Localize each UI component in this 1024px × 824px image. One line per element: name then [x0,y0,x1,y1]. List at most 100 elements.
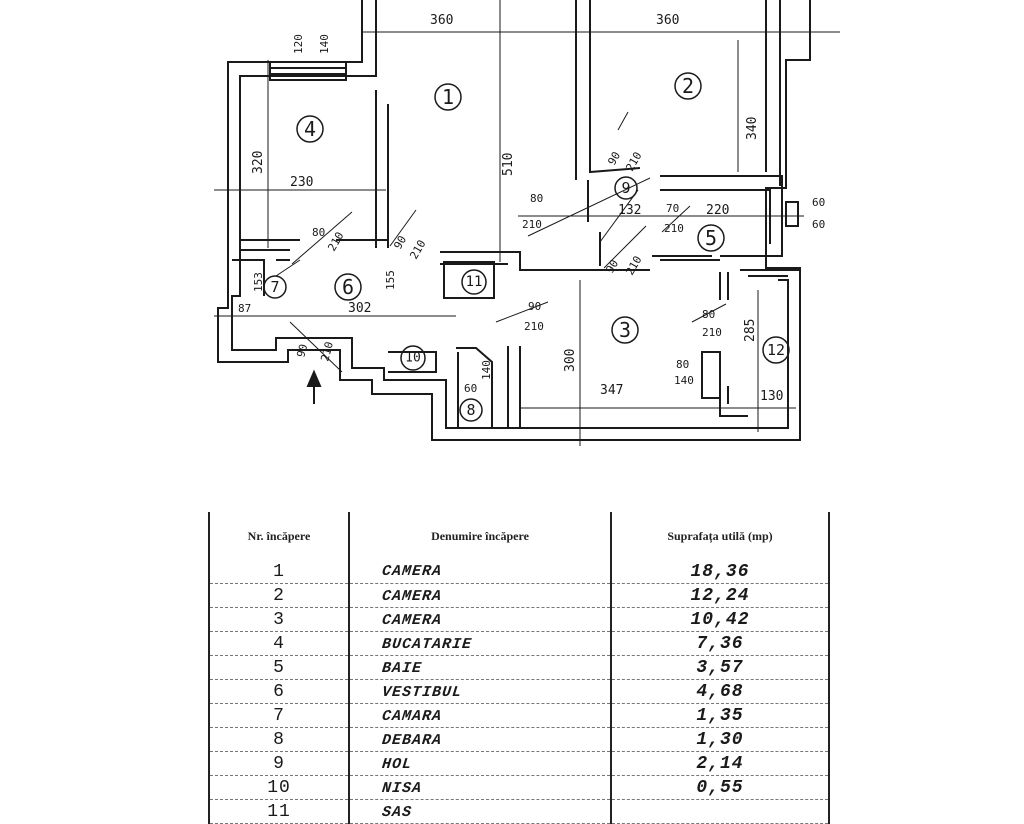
door-hol-height: 210 [522,218,542,231]
door-storage-width: 60 [464,382,477,395]
door-room3-hol-height: 210 [623,254,644,278]
row-nr: 6 [208,679,350,704]
row-name: NISA [347,775,613,800]
room-circle-12 [762,336,790,364]
room-circle-6 [334,273,362,301]
room-label-3: 3 [619,318,631,342]
row-nr: 2 [208,583,350,608]
wall-hall-room1 [587,180,601,266]
wall-room3-top [520,255,800,271]
row-name: BAIE [347,655,613,680]
row-area: 18,36 [610,560,830,584]
row-name: BUCATARIE [347,631,613,656]
wall-room10 [388,351,437,373]
dim-kitchen-width: 230 [290,175,313,190]
room-label-5: 5 [705,226,717,250]
wall-room3-right [719,272,748,417]
dim-pantry-width: 87 [238,302,251,315]
row-nr: 4 [208,631,350,656]
outer-wall [217,0,811,441]
row-nr: 3 [208,607,350,632]
row-name: CAMERA [347,607,613,632]
row-area: 12,24 [610,583,830,608]
door-kitchen-width: 80 [312,226,325,239]
row-name: DEBARA [347,727,613,752]
row-area: 2,14 [610,751,830,776]
header-area: Suprafața utilă (mp) [610,512,830,560]
room-circle-7 [263,275,287,299]
room-circle-4 [296,115,324,143]
row-nr: 8 [208,727,350,752]
storage-vent [785,201,799,227]
room-circle-3 [611,316,639,344]
row-name: CAMERA [347,583,613,608]
floor-plan: 1 2 3 4 5 6 7 8 9 10 11 12 360 360 510 3… [214,0,840,446]
dim-kitchen-depth: 320 [251,151,266,174]
row-nr: 9 [208,751,350,776]
room-label-2: 2 [682,74,694,98]
door-storage-height: 140 [480,360,493,380]
dim-room3-width: 347 [600,383,623,398]
dim-bath-vent-top: 60 [812,196,825,209]
dim-loggia-depth: 285 [743,319,758,342]
row-name: HOL [347,751,613,776]
row-nr: 7 [208,703,350,728]
room-label-4: 4 [304,117,316,141]
dim-loggia-width: 130 [760,389,783,404]
dim-room2-depth: 340 [745,117,760,140]
room-label-9: 9 [621,179,630,197]
door-swing-lines [275,111,727,373]
row-name: VESTIBUL [347,679,613,704]
room-label-11: 11 [466,274,483,290]
wall-room2-right [765,0,781,186]
wall-kitchen-bottom [240,239,388,251]
door-loggia-height: 210 [702,326,722,339]
entrance-arrow-icon [306,369,322,404]
dim-kitchen-window-top: 120 [292,34,305,54]
room-label-6: 6 [342,275,354,299]
door-room3-width: 90 [528,300,541,313]
door-room3-height: 210 [524,320,544,333]
room-label-12: 12 [767,341,785,359]
room-label-10: 10 [405,351,421,366]
table-header-row: Nr. încăpere Denumire încăpere Suprafața… [208,512,830,560]
door-entrance-height: 210 [318,340,336,363]
row-nr: 10 [208,775,350,800]
door-room2-width: 90 [605,150,623,168]
room-label-7: 7 [270,278,279,296]
dim-bath-width: 220 [706,203,729,218]
door-kitchen-height: 210 [325,230,346,254]
room-circle-2 [674,72,702,100]
row-area: 3,57 [610,655,830,680]
wall-room1-room2 [575,0,641,180]
room-circle-5 [697,224,725,252]
wall-room8 [456,347,493,429]
dim-hall-length: 302 [348,301,371,316]
dim-kitchen-window-bottom: 140 [318,34,331,54]
dim-bath-vent-bottom: 60 [812,218,825,231]
row-name: CAMARA [347,703,613,728]
row-name: CAMERA [347,560,613,584]
door-loggia-window-width: 80 [676,358,689,371]
room3-closet [701,351,721,399]
row-area [610,799,830,824]
kitchen-window [269,61,347,81]
room-circle-8 [459,398,483,422]
room-area-table: Nr. încăpere Denumire încăpere Suprafața… [208,512,830,824]
door-hol-width: 80 [530,192,543,205]
row-area: 0,55 [610,775,830,800]
dim-room3-depth: 300 [563,349,578,372]
dim-room2-width: 360 [656,13,679,28]
door-room3-hol-width: 90 [603,258,621,276]
door-room2-height: 210 [623,150,644,174]
room-label-1: 1 [442,85,454,109]
dim-hol-width: 132 [618,203,641,218]
